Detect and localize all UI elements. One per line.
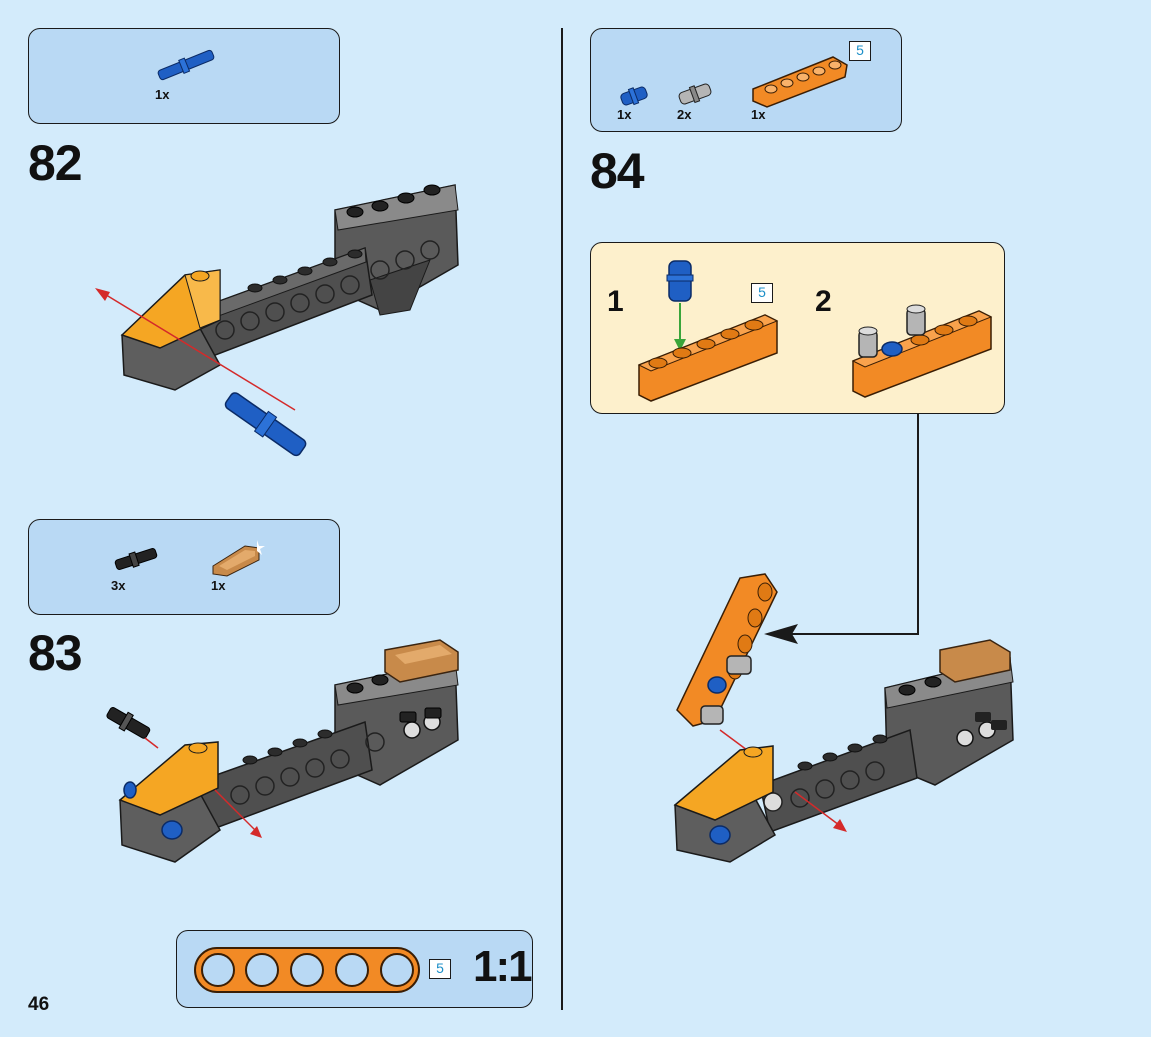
part-qty: 1x <box>751 107 765 122</box>
substep-1-illustration <box>635 255 785 405</box>
beam-length-badge: 5 <box>849 41 871 61</box>
part-qty: 1x <box>211 578 225 593</box>
part-qty: 1x <box>617 107 631 122</box>
substep-2-illustration <box>849 301 999 401</box>
blue-axle-pin-icon <box>151 45 221 85</box>
step-83-number: 83 <box>28 628 82 678</box>
step-84-model-illustration <box>665 570 1025 870</box>
substep-box: 1 5 2 <box>590 242 1005 414</box>
step-82-model-illustration <box>80 170 500 510</box>
tan-slope-brick-icon <box>209 538 264 578</box>
substep-2-number: 2 <box>815 287 832 317</box>
step-82-number: 82 <box>28 138 82 188</box>
step-82-parts-box: 1x <box>28 28 340 124</box>
gray-pin-icon <box>675 79 715 109</box>
column-divider <box>561 28 563 1010</box>
scale-guide-box: 5 1:1 <box>176 930 533 1008</box>
step-83-model-illustration <box>100 630 520 890</box>
page-number: 46 <box>28 994 49 1016</box>
beam-length-badge: 5 <box>429 959 451 979</box>
step-83-parts-box: 3x 1x <box>28 519 340 615</box>
scale-label: 1:1 <box>473 945 531 989</box>
part-qty: 1x <box>155 87 169 102</box>
black-pin-icon <box>111 544 161 574</box>
orange-beam-1to1-icon <box>193 945 423 995</box>
part-qty: 2x <box>677 107 691 122</box>
step-84-parts-box: 1x 2x 1x 5 <box>590 28 902 132</box>
part-qty: 3x <box>111 578 125 593</box>
step-84-number: 84 <box>590 146 644 196</box>
orange-beam-icon <box>749 47 849 105</box>
substep-1-number: 1 <box>607 287 624 317</box>
